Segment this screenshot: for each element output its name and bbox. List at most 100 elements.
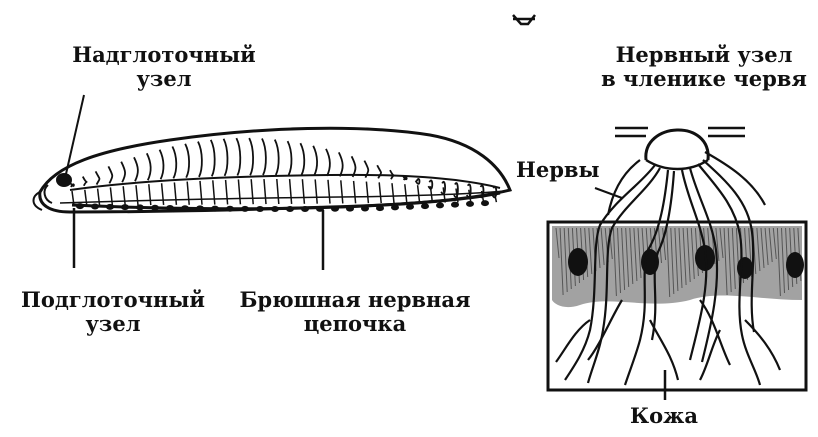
label-suprapharyngeal-line1: Надглоточный	[44, 43, 284, 67]
ventral-ganglion-bead	[391, 204, 399, 210]
ventral-ganglion-bead	[421, 203, 429, 209]
worm-segment-lower-line	[162, 183, 164, 205]
worm-segment-lower-line	[187, 182, 189, 205]
worm-segment-line	[275, 140, 279, 175]
ventral-ganglion-bead	[211, 206, 219, 212]
worm-segment-lower-line	[315, 179, 317, 203]
skin-spot	[568, 248, 588, 276]
ventral-ganglion-bead	[121, 204, 129, 210]
label-segment-ganglion-line2: в членике червя	[595, 67, 813, 91]
ventral-ganglion-bead	[331, 206, 339, 212]
worm-segment-line	[211, 140, 215, 176]
worm-segment-line	[224, 139, 228, 176]
ventral-ganglion-bead	[196, 205, 204, 211]
ventral-ganglion-bead	[451, 202, 459, 208]
pointer-nerves	[595, 188, 622, 198]
label-segment-ganglion-line1: Нервный узел	[595, 43, 813, 67]
ventral-ganglion-bead	[271, 206, 279, 212]
worm-segment-line	[108, 166, 112, 183]
label-subpharyngeal-ganglion: Подглоточный узел	[2, 288, 224, 336]
worm-segment-lower-line	[277, 179, 279, 204]
worm-segment-lower-line	[213, 180, 215, 204]
worm-segment-lower-line	[251, 179, 253, 204]
ventral-ganglion-bead	[361, 206, 369, 212]
skin-spot	[786, 252, 804, 278]
worm-segment-line	[288, 141, 292, 175]
worm-segment-lower-line	[341, 180, 343, 203]
label-subpharyngeal-line1: Подглоточный	[2, 288, 224, 312]
worm-segment-lower-line	[226, 180, 228, 205]
worm-segment-lower-line	[200, 181, 202, 205]
worm-segment-lower-line	[379, 182, 381, 203]
label-ventral-nerve-chain: Брюшная нервная цепочка	[225, 288, 485, 336]
ventral-ganglion-bead	[106, 204, 114, 210]
top-mark	[513, 15, 535, 24]
worm-segment-line	[121, 162, 125, 183]
ventral-ganglion-bead	[181, 205, 189, 211]
worm-segment-line	[185, 144, 189, 178]
ventral-ganglion-bead	[436, 202, 444, 208]
worm-segment-lower-line	[392, 183, 394, 203]
worm-segment-lower-line	[418, 185, 420, 203]
label-suprapharyngeal-ganglion: Надглоточный узел	[44, 43, 284, 91]
label-skin: Кожа	[630, 404, 698, 428]
ventral-ganglion-bead	[76, 203, 84, 209]
worm-segment-lower-line	[366, 182, 368, 204]
label-ventral-chain-line1: Брюшная нервная	[225, 288, 485, 312]
worm-segment-line	[236, 138, 240, 175]
worm-segment-line	[249, 138, 253, 175]
ventral-ganglion-bead	[286, 206, 294, 212]
worm-segment-line	[313, 146, 317, 176]
worm-segment-lower-line	[123, 186, 125, 205]
worm-segment-line	[83, 177, 87, 186]
worm-segment-lower-line	[174, 182, 176, 204]
worm-segment-line	[416, 179, 420, 184]
segment-ganglion	[646, 130, 708, 160]
worm-segment-lower-line	[290, 179, 292, 204]
worm-segment-lower-line	[354, 181, 356, 203]
ventral-ganglion-bead	[241, 206, 249, 212]
worm-segment-lower-line	[110, 187, 112, 205]
worm-segment-line	[262, 139, 266, 176]
ventral-ganglion-bead	[226, 206, 234, 212]
worm-segment-lower-line	[85, 190, 87, 206]
worm-segment-line	[160, 150, 164, 180]
earthworm-figure	[34, 95, 511, 270]
ventral-ganglion-bead	[376, 205, 384, 211]
ventral-ganglion-bead	[91, 204, 99, 210]
label-segment-ganglion: Нервный узел в членике червя	[595, 43, 813, 91]
worm-segment-line	[134, 157, 138, 181]
worm-segment-line	[198, 142, 202, 177]
worm-segment-line	[172, 146, 176, 178]
ventral-ganglion-bead	[151, 205, 159, 211]
worm-segment-lower-line	[238, 179, 240, 204]
worm-segment-line	[147, 153, 151, 180]
worm-segment-line	[326, 149, 330, 176]
ventral-ganglion-bead	[301, 206, 309, 212]
worm-segment-lower-line	[302, 179, 304, 204]
worm-segment-lower-line	[136, 185, 138, 205]
ventral-ganglion-bead	[346, 206, 354, 212]
worm-segment-lower-line	[405, 184, 407, 203]
suprapharyngeal-ganglion	[56, 173, 72, 187]
worm-segment-lower-line	[328, 180, 330, 204]
worm-segment-line	[352, 156, 356, 177]
ventral-ganglion-bead	[406, 204, 414, 210]
ventral-ganglion-bead	[256, 206, 264, 212]
worm-segment-lower-line	[98, 189, 100, 206]
ventral-ganglion-bead	[481, 200, 489, 206]
ventral-ganglion-bead	[166, 205, 174, 211]
label-subpharyngeal-line2: узел	[2, 312, 224, 336]
worm-segment-lower-line	[149, 184, 151, 205]
skin-spot	[737, 257, 753, 279]
worm-segment-lower-line	[264, 179, 266, 204]
worm-segment-line	[96, 171, 100, 184]
ventral-ganglion-bead	[136, 204, 144, 210]
worm-gut-line	[70, 175, 500, 190]
label-ventral-chain-line2: цепочка	[225, 312, 485, 336]
label-suprapharyngeal-line2: узел	[44, 67, 284, 91]
worm-segment-line	[300, 143, 304, 175]
worm-segment-line	[339, 152, 343, 176]
worm-segment-line	[377, 165, 381, 178]
